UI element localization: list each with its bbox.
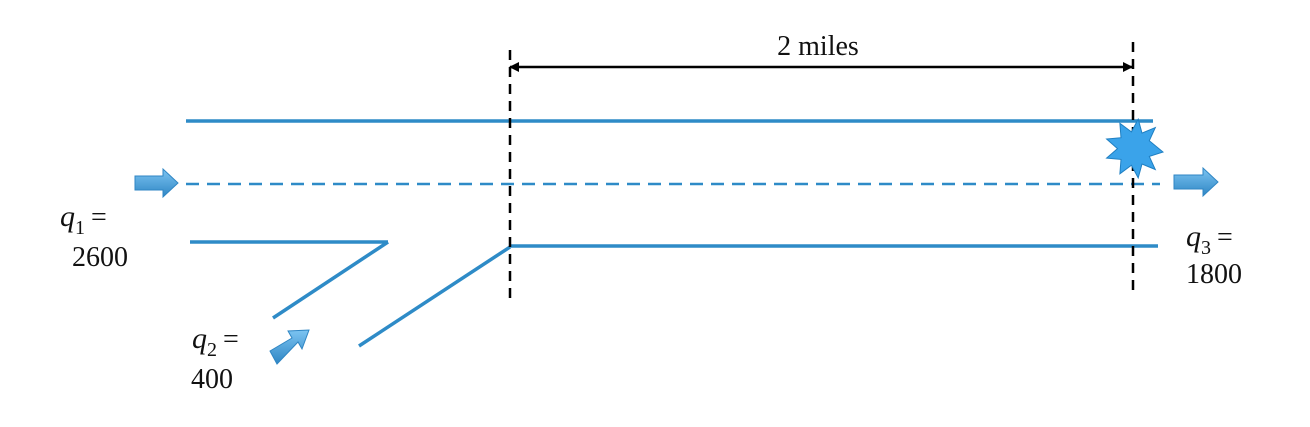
on-ramp-left-edge bbox=[272, 240, 389, 320]
outflow-arrow-icon bbox=[1173, 166, 1219, 198]
distance-label: 2 miles bbox=[777, 31, 859, 62]
inflow-value: 2600 bbox=[72, 242, 128, 273]
incident-burst-icon bbox=[1105, 117, 1165, 180]
outflow-value: 1800 bbox=[1186, 259, 1242, 290]
ramp-label: q2= bbox=[192, 322, 239, 361]
ramp-inflow-arrow-icon bbox=[269, 329, 310, 365]
inflow-label: q1= bbox=[60, 200, 107, 239]
outflow-label: q3= bbox=[1186, 220, 1233, 259]
on-ramp-right-edge bbox=[358, 245, 511, 348]
ramp-value: 400 bbox=[191, 364, 233, 395]
inflow-arrow-icon bbox=[134, 167, 179, 199]
